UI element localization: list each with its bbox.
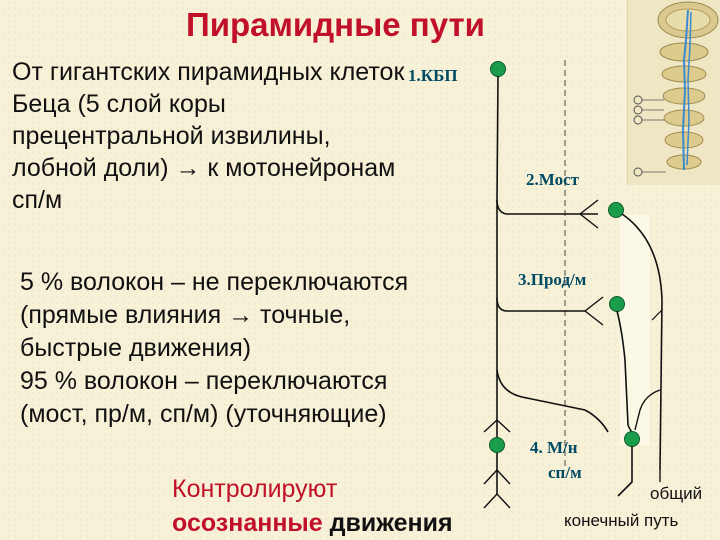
label-kbp: 1.КБП	[408, 66, 458, 85]
synapse-direct-0	[483, 419, 511, 433]
axon-to-most	[496, 75, 580, 215]
synapse-direct-2	[483, 493, 511, 509]
end-label-1: общий	[650, 484, 703, 503]
axon-to-mn	[496, 369, 609, 433]
body-line: 95 % волокон – переключаются	[20, 367, 388, 395]
direct-mn-neuron	[489, 437, 505, 453]
control-word-black: движения	[329, 509, 453, 537]
control-text: Контролируют осознанные движения	[172, 472, 453, 540]
kbp-neuron	[490, 61, 506, 77]
prod-neuron	[609, 296, 625, 312]
end-label-2: конечный путь	[564, 511, 679, 530]
axon-to-prod	[496, 297, 585, 312]
label-most: 2.Мост	[526, 170, 579, 189]
most-neuron	[608, 202, 624, 218]
most-axon	[621, 213, 663, 471]
prod-axon	[616, 310, 633, 433]
label-prod: 3.Прод/м	[518, 270, 587, 289]
synapse-prod	[584, 296, 604, 326]
final-common-path	[617, 446, 633, 497]
body-line: (мост, пр/м, сп/м) (уточняющие)	[20, 400, 387, 428]
label-mn: 4. М/н	[530, 438, 578, 457]
control-line-1: Контролируют	[172, 475, 338, 503]
label-spm: сп/м	[548, 463, 582, 482]
intro-text: От гигантских пирамидных клеток Беца (5 …	[12, 58, 405, 214]
body-line: быстрые движения)	[20, 334, 252, 362]
shaded-column	[620, 215, 650, 445]
slide-title: Пирамидные пути	[186, 6, 485, 43]
spinal-cord-thumbnail	[627, 0, 720, 185]
spinal-cord-image	[633, 1, 719, 177]
body-line: (прямые влияния → точные,	[20, 301, 351, 329]
mn-neuron	[624, 431, 640, 447]
control-word-red: осознанные	[172, 509, 323, 537]
synapse-most	[579, 199, 599, 229]
control-line-2: осознанные движения	[172, 506, 453, 540]
body-line: 5 % волокон – не переключаются	[20, 268, 409, 296]
body-text: 5 % волокон – не переключаются (прямые в…	[20, 266, 490, 431]
synapse-direct-1	[483, 469, 511, 485]
